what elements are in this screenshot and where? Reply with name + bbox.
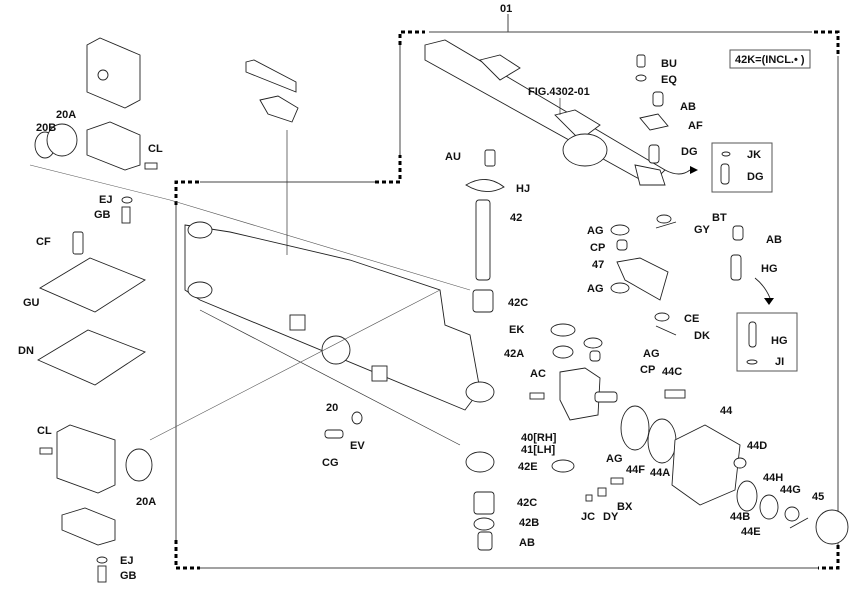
part-label-dk: DK — [694, 330, 710, 342]
part-label-44d: 44D — [747, 440, 767, 452]
part-label-bu: BU — [661, 58, 677, 70]
part-label-20: 20 — [326, 402, 338, 414]
mount-blocks — [29, 37, 471, 583]
part-label-ag-1: AG — [587, 225, 604, 237]
part-label-42c-1: 42C — [508, 297, 528, 309]
part-label-au: AU — [445, 151, 461, 163]
part-label-44h: 44H — [763, 472, 783, 484]
part-label-44g: 44G — [780, 484, 801, 496]
axle-beam — [184, 221, 495, 473]
part-label-gu: GU — [23, 297, 40, 309]
part-label-44: 44 — [720, 405, 733, 417]
part-label-42a: 42A — [504, 348, 524, 360]
part-label-hg-2: HG — [771, 335, 788, 347]
part-label-af: AF — [688, 120, 703, 132]
part-label-44f: 44F — [626, 464, 645, 476]
steering-cylinder — [424, 39, 666, 186]
part-label-ce: CE — [684, 313, 699, 325]
part-label-gb-bot: GB — [120, 570, 137, 582]
part-labels: 20B20ACLEJGBCFGUDNCL20AEJGB20EVCGBUEQABA… — [18, 58, 824, 582]
kingpin-parts — [465, 149, 618, 551]
part-label-ag-4: AG — [606, 453, 623, 465]
part-label-44e: 44E — [741, 526, 761, 538]
part-label-jk: JK — [747, 149, 761, 161]
part-label-42c-2: 42C — [517, 497, 537, 509]
part-label-ej-bot: EJ — [120, 555, 133, 567]
part-label-47: 47 — [592, 259, 604, 271]
detail-box-dg — [664, 142, 773, 193]
part-label-44c: 44C — [662, 366, 682, 378]
part-label-dy: DY — [603, 511, 619, 523]
part-label-ev: EV — [350, 440, 365, 452]
part-label-cg: CG — [322, 457, 339, 469]
assembly-number: 01 — [500, 3, 512, 15]
part-label-41lh: 41[LH] — [521, 444, 556, 456]
part-label-cl-bot: CL — [37, 425, 52, 437]
part-label-ej-top: EJ — [99, 194, 112, 206]
assembly-frame — [174, 14, 840, 570]
part-label-40rh: 40[RH] — [521, 432, 557, 444]
part-label-42e: 42E — [518, 461, 538, 473]
part-label-42: 42 — [510, 212, 522, 224]
steering-arm — [583, 54, 744, 362]
part-label-hg-1: HG — [761, 263, 778, 275]
part-label-gb-top: GB — [94, 209, 111, 221]
figure-reference: FIG.4302-01 — [528, 86, 590, 98]
part-label-dg-2: DG — [747, 171, 764, 183]
part-label-ac: AC — [530, 368, 546, 380]
part-label-ji: JI — [775, 356, 784, 368]
part-label-cp-2: CP — [640, 364, 655, 376]
part-label-ab-2: AB — [766, 234, 782, 246]
part-label-dn: DN — [18, 345, 34, 357]
bracket — [245, 59, 299, 255]
hub-assembly — [585, 389, 849, 545]
part-label-cl-top: CL — [148, 143, 163, 155]
part-label-ag-3: AG — [643, 348, 660, 360]
kit-note-text: 42K=(INCL.• ) — [735, 54, 805, 66]
part-label-44a: 44A — [650, 467, 670, 479]
part-label-20b: 20B — [36, 122, 56, 134]
part-label-20a-bot: 20A — [136, 496, 156, 508]
part-label-ab-1: AB — [680, 101, 696, 113]
part-label-jc: JC — [581, 511, 595, 523]
part-label-eq: EQ — [661, 74, 677, 86]
part-label-ab-3: AB — [519, 537, 535, 549]
part-label-cf: CF — [36, 236, 51, 248]
part-label-hj: HJ — [516, 183, 530, 195]
part-label-bx: BX — [617, 501, 633, 513]
part-label-gy: GY — [694, 224, 711, 236]
part-label-ag-2: AG — [587, 283, 604, 295]
part-label-ek: EK — [509, 324, 524, 336]
part-label-cp-1: CP — [590, 242, 605, 254]
bolts — [324, 411, 363, 439]
part-label-45: 45 — [812, 491, 824, 503]
kit-note: 42K=(INCL.• ) — [729, 49, 811, 69]
part-label-42b: 42B — [519, 517, 539, 529]
part-label-44b: 44B — [730, 511, 750, 523]
part-label-20a-top: 20A — [56, 109, 76, 121]
part-label-dg-1: DG — [681, 146, 698, 158]
detail-box-hg — [736, 277, 798, 372]
part-label-bt: BT — [712, 212, 727, 224]
